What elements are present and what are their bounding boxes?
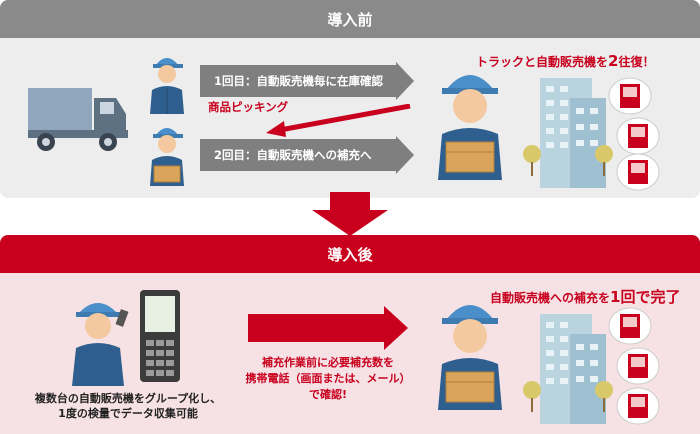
down-arrow: [312, 192, 388, 236]
worker-icon: [438, 75, 502, 180]
vending-machine-icon: [616, 117, 660, 155]
after-middle-line1: 補充作業前に必要補充数を: [262, 356, 394, 369]
building-icon: [523, 78, 613, 188]
after-result-mid: 回: [620, 288, 636, 306]
after-header: 導入後: [0, 235, 700, 273]
after-result-pre: 自動販売機への補充を: [490, 291, 611, 305]
vending-machine-icon: [616, 153, 660, 191]
after-middle-line3: で確認!: [308, 388, 348, 401]
vending-machine-icon: [616, 387, 660, 425]
vending-machine-icon: [608, 77, 652, 115]
truck-icon: [28, 88, 128, 151]
before-header: 導入前: [0, 0, 700, 38]
before-result: トラックと自動販売機を2往復！: [476, 52, 654, 70]
before-result-pre: トラックと自動販売機を: [476, 55, 609, 69]
vending-machine-icon: [616, 347, 660, 385]
before-result-num: 2: [608, 52, 619, 70]
arrow1-label: 1回目：自動販売機毎に在庫確認: [214, 74, 383, 88]
arrow2-label: 2回目：自動販売機への補充へ: [214, 148, 372, 162]
building-icon: [523, 314, 613, 424]
after-result-num: 1: [610, 288, 621, 306]
worker-icon: [150, 58, 184, 114]
worker-icon: [438, 305, 502, 410]
vending-machine-icon: [608, 307, 652, 345]
phone-icon: [140, 290, 180, 382]
before-result-post: 往復！: [618, 55, 655, 69]
after-middle-line2: 携帯電話（画面または、メール）: [245, 372, 411, 385]
worker-icon: [72, 303, 129, 386]
after-middle-caption: 補充作業前に必要補充数を 携帯電話（画面または、メール） で確認!: [236, 355, 420, 403]
worker-icon: [150, 128, 184, 186]
after-result: 自動販売機への補充を1回で完了: [490, 286, 680, 307]
after-result-post: で完了: [635, 288, 681, 306]
red-right-arrow: [248, 306, 408, 350]
gray-arrow-2: [200, 136, 414, 174]
gray-arrow-1: [200, 62, 414, 100]
after-left-caption: 複数台の自動販売機をグループ化し、 1度の検量でデータ収集可能: [8, 391, 248, 421]
picking-label: 商品ピッキング: [208, 100, 289, 114]
after-left-caption-line1: 複数台の自動販売機をグループ化し、: [34, 392, 222, 405]
red-diagonal-arrow: [266, 104, 411, 137]
after-left-caption-line2: 1度の検量でデータ収集可能: [58, 407, 198, 420]
